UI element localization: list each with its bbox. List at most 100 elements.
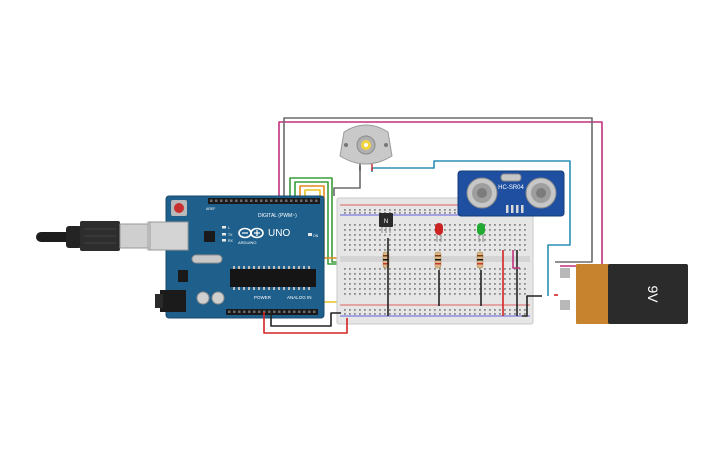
breadboard-hole xyxy=(499,224,501,226)
breadboard-hole xyxy=(484,244,486,246)
breadboard-hole xyxy=(409,212,411,214)
breadboard-hole xyxy=(509,283,511,285)
digital-header xyxy=(208,198,320,204)
breadboard-hole xyxy=(344,229,346,231)
breadboard-hole xyxy=(419,268,421,270)
breadboard-hole xyxy=(424,229,426,231)
breadboard-hole xyxy=(359,244,361,246)
breadboard-hole xyxy=(474,249,476,251)
breadboard-hole xyxy=(394,229,396,231)
breadboard-hole xyxy=(434,249,436,251)
chip-pin xyxy=(303,287,305,290)
led-red[interactable] xyxy=(435,223,443,242)
resistor[interactable] xyxy=(476,251,484,269)
breadboard-hole xyxy=(409,239,411,241)
breadboard-hole xyxy=(399,229,401,231)
breadboard-hole xyxy=(454,309,456,311)
breadboard-hole xyxy=(464,244,466,246)
breadboard-hole xyxy=(439,212,441,214)
breadboard-hole xyxy=(469,234,471,236)
led-green[interactable] xyxy=(477,223,485,242)
breadboard-hole xyxy=(404,239,406,241)
breadboard-hole xyxy=(359,273,361,275)
breadboard-hole xyxy=(449,268,451,270)
breadboard-hole xyxy=(449,278,451,280)
breadboard-hole xyxy=(454,244,456,246)
transistor[interactable]: N xyxy=(379,213,393,233)
breadboard-hole xyxy=(374,212,376,214)
breadboard-hole xyxy=(454,239,456,241)
breadboard-hole xyxy=(449,288,451,290)
breadboard-hole xyxy=(374,244,376,246)
breadboard-hole xyxy=(359,293,361,295)
breadboard-hole xyxy=(359,249,361,251)
breadboard-hole xyxy=(514,244,516,246)
wire-black-power[interactable] xyxy=(270,312,341,327)
breadboard-hole xyxy=(404,224,406,226)
breadboard-hole xyxy=(359,278,361,280)
breadboard-hole xyxy=(394,268,396,270)
wire-grey-motor[interactable] xyxy=(333,166,361,196)
breadboard-hole xyxy=(449,244,451,246)
breadboard-hole xyxy=(349,212,351,214)
chip-pin xyxy=(308,287,310,290)
wire-teal-sensor[interactable] xyxy=(371,160,571,296)
breadboard-hole xyxy=(389,239,391,241)
breadboard-hole xyxy=(414,229,416,231)
breadboard-hole xyxy=(454,229,456,231)
resistor[interactable] xyxy=(434,251,442,269)
battery-9v[interactable]: 9V xyxy=(560,264,688,324)
breadboard-hole xyxy=(489,293,491,295)
breadboard-hole xyxy=(414,209,416,211)
chip-pin xyxy=(258,287,260,290)
ultrasonic-sensor[interactable]: HC-SR04 xyxy=(457,170,565,217)
breadboard-hole xyxy=(379,309,381,311)
wire-grey-loop[interactable] xyxy=(283,117,593,263)
breadboard-hole xyxy=(389,283,391,285)
wire-black-battery[interactable] xyxy=(522,295,542,317)
breadboard-hole xyxy=(379,249,381,251)
breadboard-hole xyxy=(419,209,421,211)
breadboard-hole xyxy=(384,244,386,246)
breadboard-hole xyxy=(409,234,411,236)
arduino-uno-board[interactable]: DIGITAL (PWM~) AREF UNO ARDUINO TX RX L … xyxy=(149,195,325,319)
breadboard-hole xyxy=(414,278,416,280)
breadboard-hole xyxy=(374,224,376,226)
rx-label: RX xyxy=(228,239,234,243)
breadboard-hole xyxy=(404,288,406,290)
breadboard-hole xyxy=(354,288,356,290)
breadboard-hole xyxy=(394,224,396,226)
breadboard-hole xyxy=(464,283,466,285)
breadboard-hole xyxy=(399,293,401,295)
breadboard-hole xyxy=(434,283,436,285)
header-pin xyxy=(273,310,276,313)
breadboard-hole xyxy=(434,224,436,226)
chip-pin xyxy=(253,287,255,290)
breadboard-hole xyxy=(444,288,446,290)
breadboard-hole xyxy=(374,313,376,315)
breadboard-hole xyxy=(499,293,501,295)
breadboard-hole xyxy=(414,249,416,251)
breadboard-hole xyxy=(394,273,396,275)
breadboard-hole xyxy=(399,313,401,315)
power-label: POWER xyxy=(254,295,272,300)
breadboard-hole xyxy=(484,224,486,226)
breadboard-hole xyxy=(484,234,486,236)
dc-motor[interactable] xyxy=(339,124,393,171)
breadboard-hole xyxy=(484,249,486,251)
breadboard-hole xyxy=(374,283,376,285)
power-analog-header xyxy=(226,309,318,315)
breadboard-hole xyxy=(489,283,491,285)
breadboard-hole xyxy=(419,283,421,285)
wire-magenta-short[interactable] xyxy=(512,250,520,269)
wire-red-power[interactable] xyxy=(263,312,348,334)
breadboard-hole xyxy=(489,249,491,251)
chip-pin xyxy=(288,266,290,269)
breadboard-hole xyxy=(344,209,346,211)
breadboard-hole xyxy=(414,234,416,236)
breadboard-hole xyxy=(344,268,346,270)
breadboard-hole xyxy=(519,288,521,290)
header-pin xyxy=(233,310,236,313)
chip-pin xyxy=(288,287,290,290)
breadboard-hole xyxy=(499,288,501,290)
